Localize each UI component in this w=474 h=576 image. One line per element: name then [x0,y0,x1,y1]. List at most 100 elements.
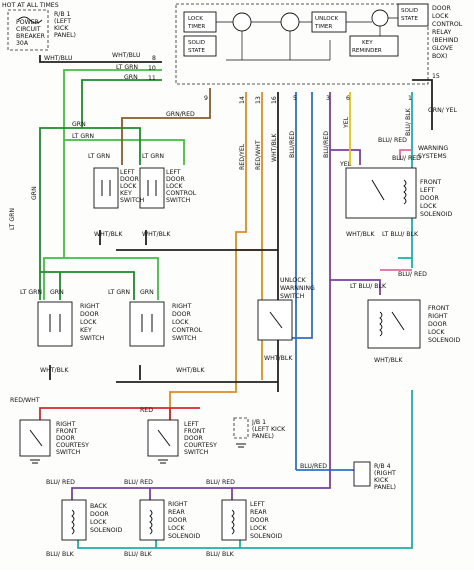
wire-grn-red [121,88,211,165]
relay-name-1: DOOR [432,5,452,12]
pin-15: 15 [432,73,440,80]
unlock-timer-2: TIMER [314,24,332,30]
rf-court-3: DOOR [56,435,76,442]
key-reminder-box [349,35,399,57]
lf-ctl-4: CONTROL [166,190,197,197]
rf-control-switch-box [129,301,165,347]
jb1-box [233,417,249,439]
power-wire-label: WHT/BLU [44,55,73,62]
key-reminder-1: KEY [362,40,373,46]
rf-ctl-3: LOCK [172,319,189,326]
rb4-4: PANEL) [374,484,396,491]
rf-grn-1: GRN [50,289,64,296]
rr-sol-3: DOOR [168,517,188,524]
rf-ctl-2: DOOR [172,311,192,318]
wire-label-blu-red-vert: BLU/RED [289,131,296,158]
unlock-warning-switch-box [257,299,293,341]
fl-sol-4: LOCK [420,203,437,210]
lf-grn-1: GRN [72,121,86,128]
lf-ltgrn-1: LT GRN [72,133,94,140]
lr-sol-2: REAR [250,509,267,516]
lr-sol-1: LEFT [250,501,265,508]
wire-label-grn: GRN [124,74,138,81]
back-sol-2: DOOR [90,511,110,518]
lf-key-2: DOOR [120,176,140,183]
back-blu-blk: BLU/ BLK [46,551,75,558]
fl-sol-2: LEFT [420,187,435,194]
fl-sol-lt-blu-blk: LT BLU/ BLK [382,231,419,238]
rf-ctl-4: CONTROL [172,327,203,334]
fl-sol-5: SOLENOID [420,211,452,218]
rf-key-3: LOCK [80,319,97,326]
lf-ctl-1: LEFT [166,169,181,176]
breaker-line-4: 30A [16,40,29,47]
wire-lt-blu-red [380,149,412,271]
rb4-blu-red: BLU/RED [300,463,327,470]
rf-wht-blk-2: WHT/BLK [176,367,205,374]
wire-label-grn-yel: GRN/ YEL [428,107,457,114]
pin-10: 10 [148,65,156,72]
rf-court-2: FRONT [56,428,77,435]
relay-name-2: LOCK [432,13,449,20]
lf-ltgrn-3: LT GRN [142,153,164,160]
transistor-2-icon [280,12,300,32]
fr-sol-2: RIGHT [428,313,448,320]
lf-ltgrn-2: LT GRN [88,153,110,160]
rf-grn-2: GRN [140,289,154,296]
solid-state-1-b: STATE [188,48,205,54]
rf-court-5: SWITCH [56,449,81,456]
courtesy-red: RED [140,407,153,414]
wire-label-wht-blk-vert: WHT/BLK [271,133,278,162]
wire-grn-main [39,79,162,300]
solid-state-1-a: SOLID [188,40,205,46]
front-left-solenoid-box [345,167,417,219]
rf-ltgrn-2: LT GRN [108,289,130,296]
lf-key-1: LEFT [120,169,135,176]
lf-key-3: LOCK [120,183,137,190]
lf-key-4: KEY [120,190,132,197]
unlock-warn-1: UNLOCK [280,277,307,284]
lf-court-5: SWITCH [184,449,209,456]
breaker-line-2: CIRCUIT [16,26,41,33]
transistor-1-icon [232,12,252,32]
wire-wht-blk-vert [116,92,279,392]
lf-court-4: COURTESY [184,442,217,449]
back-sol-4: SOLENOID [90,527,122,534]
pin-9: 9 [204,95,208,102]
rr-sol-1: RIGHT [168,501,188,508]
pin-13: 13 [255,96,262,104]
rf-courtesy-switch-box [19,419,51,457]
lf-ctl-5: SWITCH [166,197,191,204]
lf-ctl-3: LOCK [166,183,183,190]
rb1-line-2: (LEFT [54,18,71,25]
fr-sol-wht-blk: WHT/BLK [374,357,403,364]
unlock-warn-wht-blk: WHT/BLK [264,355,293,362]
unlock-warn-2: WARNNING [280,285,315,292]
lr-sol-5: SOLENOID [250,533,282,540]
wire-label-red-wht: RED/WHT [255,140,262,170]
breaker-line-3: BREAKER [16,33,46,40]
back-blu-red: BLU/ RED [46,479,75,486]
relay-box [175,3,429,85]
pin-6: 6 [346,95,350,102]
rf-key-switch-box [37,301,73,347]
rb1-line-4: PANEL) [54,32,76,39]
back-sol-1: BACK [90,503,108,510]
courtesy-red-wht: RED/WHT [10,397,40,404]
lf-court-3: DOOR [184,435,204,442]
fl-sol-3: DOOR [420,195,440,202]
unlock-timer-1: UNLOCK [315,16,339,22]
lf-control-switch-box [139,167,165,209]
rf-court-1: RIGHT [56,421,76,428]
fr-sol-5: SOLENOID [428,337,460,344]
rr-sol-4: LOCK [168,525,185,532]
fl-sol-1: FRONT [420,179,441,186]
pin-1: 1 [408,95,412,102]
back-sol-3: LOCK [90,519,107,526]
rr-blu-blk: BLU/ BLK [124,551,153,558]
lr-blu-red: BLU/ RED [206,479,235,486]
ground-symbols [30,443,246,464]
wire-red [39,407,200,420]
rf-key-2: DOOR [80,311,100,318]
